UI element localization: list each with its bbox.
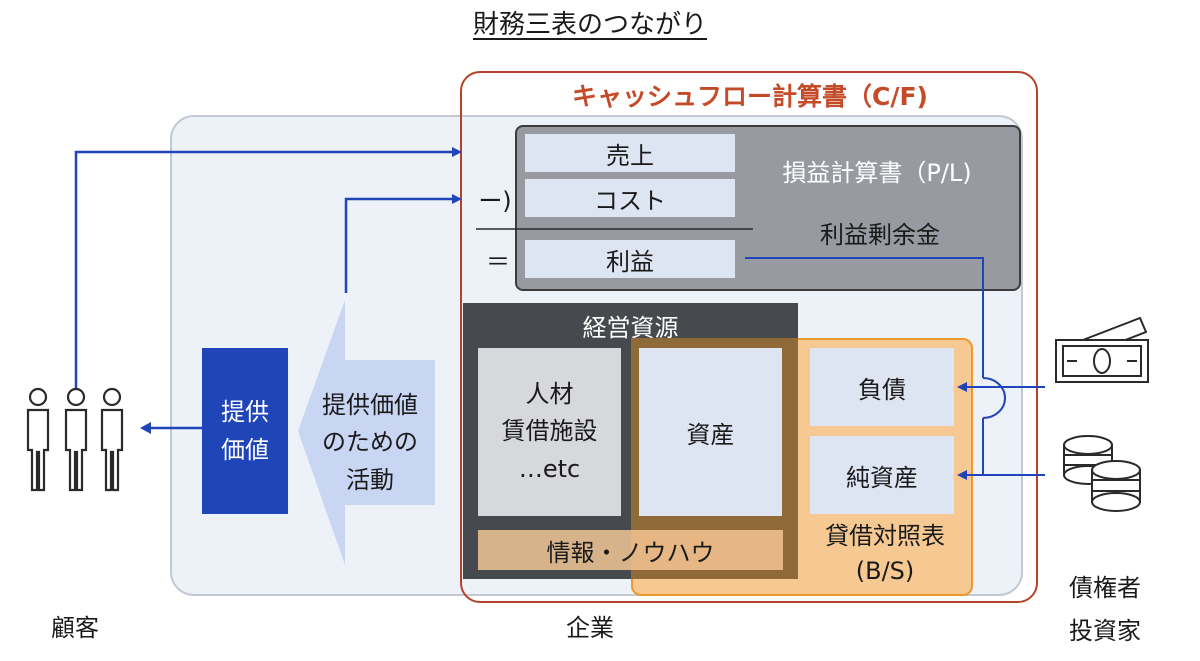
activities-line1: 提供価値 xyxy=(322,391,418,420)
company-label: 企業 xyxy=(566,613,614,642)
bs-label-line1: 貸借対照表 xyxy=(825,522,945,551)
cost-cell: コスト xyxy=(525,179,735,217)
minus-sign: ー) xyxy=(478,186,512,215)
balance-sheet-label: 貸借対照表 (B/S) xyxy=(800,516,970,592)
customer-cash-arrowhead xyxy=(452,147,462,157)
creditor-label: 債権者 xyxy=(1069,573,1141,602)
liabilities-cell: 負債 xyxy=(810,348,954,426)
people-line: 人材 xyxy=(525,380,574,409)
creditor-to-liabilities-arrowhead xyxy=(957,382,967,392)
human-resources-cell: 人材 賃借施設 …etc xyxy=(478,348,621,516)
provided-value-box: 提供 価値 xyxy=(202,348,288,514)
customer-label: 顧客 xyxy=(51,613,99,642)
banknote-icon xyxy=(1055,316,1149,383)
sales-cell: 売上 xyxy=(525,134,735,172)
activities-arrow xyxy=(298,300,435,565)
info-overlap xyxy=(631,530,783,570)
bs-label-line2: (B/S) xyxy=(855,557,915,585)
diagram-title: 財務三表のつながり xyxy=(472,10,707,40)
people-icon xyxy=(26,387,124,492)
etc-line: …etc xyxy=(518,454,581,483)
cash-flow-frame xyxy=(460,71,1038,603)
info-knowhow-label: 情報・ノウハウ xyxy=(546,538,715,567)
net-assets-cell: 純資産 xyxy=(810,436,954,514)
profit-cell: 利益 xyxy=(525,240,735,278)
profit-to-equity-line xyxy=(745,257,984,378)
equals-sign: ＝ xyxy=(486,247,510,276)
investor-to-equity-arrowhead xyxy=(957,470,967,480)
activities-cash-arrow xyxy=(344,197,458,293)
income-statement-title: 損益計算書（P/L) xyxy=(782,158,972,187)
management-resources-title: 経営資源 xyxy=(582,313,679,342)
assets-cell: 資産 xyxy=(639,348,782,516)
value-to-customer-arrowhead xyxy=(140,422,151,434)
activities-line3: 活動 xyxy=(346,465,394,494)
cash-flow-title: キャッシュフロー計算書（C/F) xyxy=(572,82,928,111)
provided-value-line2: 価値 xyxy=(221,436,269,464)
provided-value-line1: 提供 xyxy=(221,397,269,426)
customer-cash-arrow xyxy=(74,150,458,388)
activities-cash-arrowhead xyxy=(452,194,462,204)
activities-label: 提供価値 のための 活動 xyxy=(300,380,440,506)
retained-earnings-label: 利益剰余金 xyxy=(820,220,940,249)
facilities-line: 賃借施設 xyxy=(501,417,598,446)
profit-to-equity-hop xyxy=(982,377,1006,419)
investor-label: 投資家 xyxy=(1069,616,1141,645)
coins-icon xyxy=(1063,435,1141,512)
activities-line2: のための xyxy=(322,428,418,457)
